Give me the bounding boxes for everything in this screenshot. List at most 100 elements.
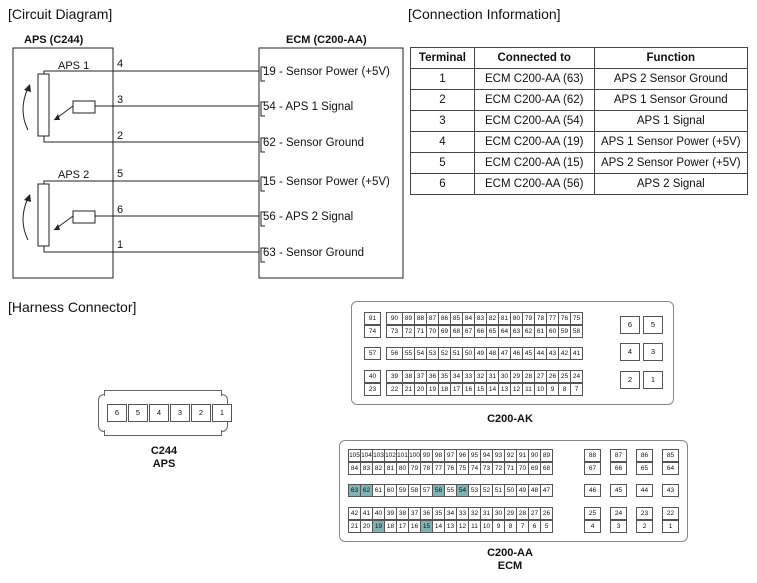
ecm-pin-number: 62 [263,137,276,149]
column-header: Connected to [473,47,595,69]
connector-pin: 3 [170,404,190,422]
connector-pin: 56 [386,347,403,360]
aps-pin-number: 2 [117,130,124,142]
aps1-arrowhead [24,84,31,92]
connector-pin: 43 [662,484,679,497]
connector-pin: 4 [584,520,601,533]
aps1-sensor-element [72,100,96,114]
aps2-label: APS 2 [58,169,90,181]
ecm-pin-entry: 19 - Sensor Power (+5V) [263,66,390,78]
connector-pin: 40 [364,370,381,383]
connector-pin: 96 [456,449,469,462]
connector-pin: 14 [486,383,499,396]
ecm-pin-entry: 54 - APS 1 Signal [263,101,353,113]
connector-pin: 7 [570,383,583,396]
connector-pin: 9 [492,520,505,533]
connector-pin: 50 [462,347,475,360]
ecm-pin-label: - Sensor Ground [275,247,365,259]
aps-pin-number: 5 [117,168,124,180]
connector-pin: 2 [191,404,211,422]
connector-pin: 47 [540,484,553,497]
connector-pin: 4 [620,343,640,361]
connector-pin: 84 [462,312,475,325]
connector-pin: 22 [662,507,679,520]
aps1-potentiometer [37,73,50,137]
aps1-rotation-arrow [22,87,29,131]
circuit-diagram-title: [Circuit Diagram] [8,6,113,22]
table-cell: ECM C200-AA (54) [473,110,595,132]
aps1-label: APS 1 [58,60,90,72]
connector-pin: 39 [386,370,403,383]
connector-pin: 13 [498,383,511,396]
connector-pin: 28 [522,370,535,383]
table-cell: APS 1 Sensor Ground [593,89,749,111]
connector-pin: 88 [584,449,601,462]
connector-pin: 86 [636,449,653,462]
connector-pin: 8 [504,520,517,533]
connector-pin: 40 [372,507,385,520]
ecm-header: ECM (C200-AA) [286,34,367,46]
ecm-pin-label: - Sensor Ground [275,137,365,149]
connector-pin: 2 [636,520,653,533]
table-cell: APS 2 Sensor Ground [593,68,749,90]
table-cell: 6 [410,173,475,195]
connector-pin: 31 [480,507,493,520]
ecm-pin-number: 56 [263,211,276,223]
aps2-wiper-arrowhead [54,224,60,230]
connector-pin: 23 [636,507,653,520]
connector-pin: 6 [620,316,640,334]
connector-pin: 27 [528,507,541,520]
column-header: Function [593,47,749,69]
connector-pin: 49 [474,347,487,360]
connector-pin: 4 [149,404,169,422]
connector-pin: 66 [610,462,627,475]
connector-pin: 89 [540,449,553,462]
aps-header: APS (C244) [24,34,84,46]
connector-pin: 69 [528,462,541,475]
connector-pin: 26 [540,507,553,520]
connector-pin: 74 [364,325,381,338]
connector-pin: 71 [504,462,517,475]
connector-pin: 79 [522,312,535,325]
ecm-pin-entry: 63 - Sensor Ground [263,247,364,259]
table-cell: APS 2 Signal [593,173,749,195]
ecm-pin-label: - APS 1 Signal [275,101,354,113]
connector-pin: 46 [584,484,601,497]
connector-pin: 74 [468,462,481,475]
connection-info-title: [Connection Information] [408,6,561,22]
c244-label: C244 [150,445,178,457]
table-cell: APS 1 Sensor Power (+5V) [593,131,749,153]
connector-pin: 3 [610,520,627,533]
connector-pin: 1 [643,371,663,389]
ecm-pin-label: - Sensor Power (+5V) [275,176,390,188]
table-cell: 4 [410,131,475,153]
ecm-pin-label: - APS 2 Signal [275,211,354,223]
connector-pin: 81 [498,312,511,325]
aps2-arrowhead [24,194,31,202]
connector-pin: 24 [610,507,627,520]
connector-pin: 57 [364,347,381,360]
table-cell: 1 [410,68,475,90]
table-header-row: Terminal Connected to Function [410,47,749,69]
ecm-pin-entry: 62 - Sensor Ground [263,137,364,149]
connector-pin: 41 [570,347,583,360]
connector-pin: 67 [584,462,601,475]
aps2-rotation-arrow [22,197,29,241]
connector-pin: 64 [662,462,679,475]
